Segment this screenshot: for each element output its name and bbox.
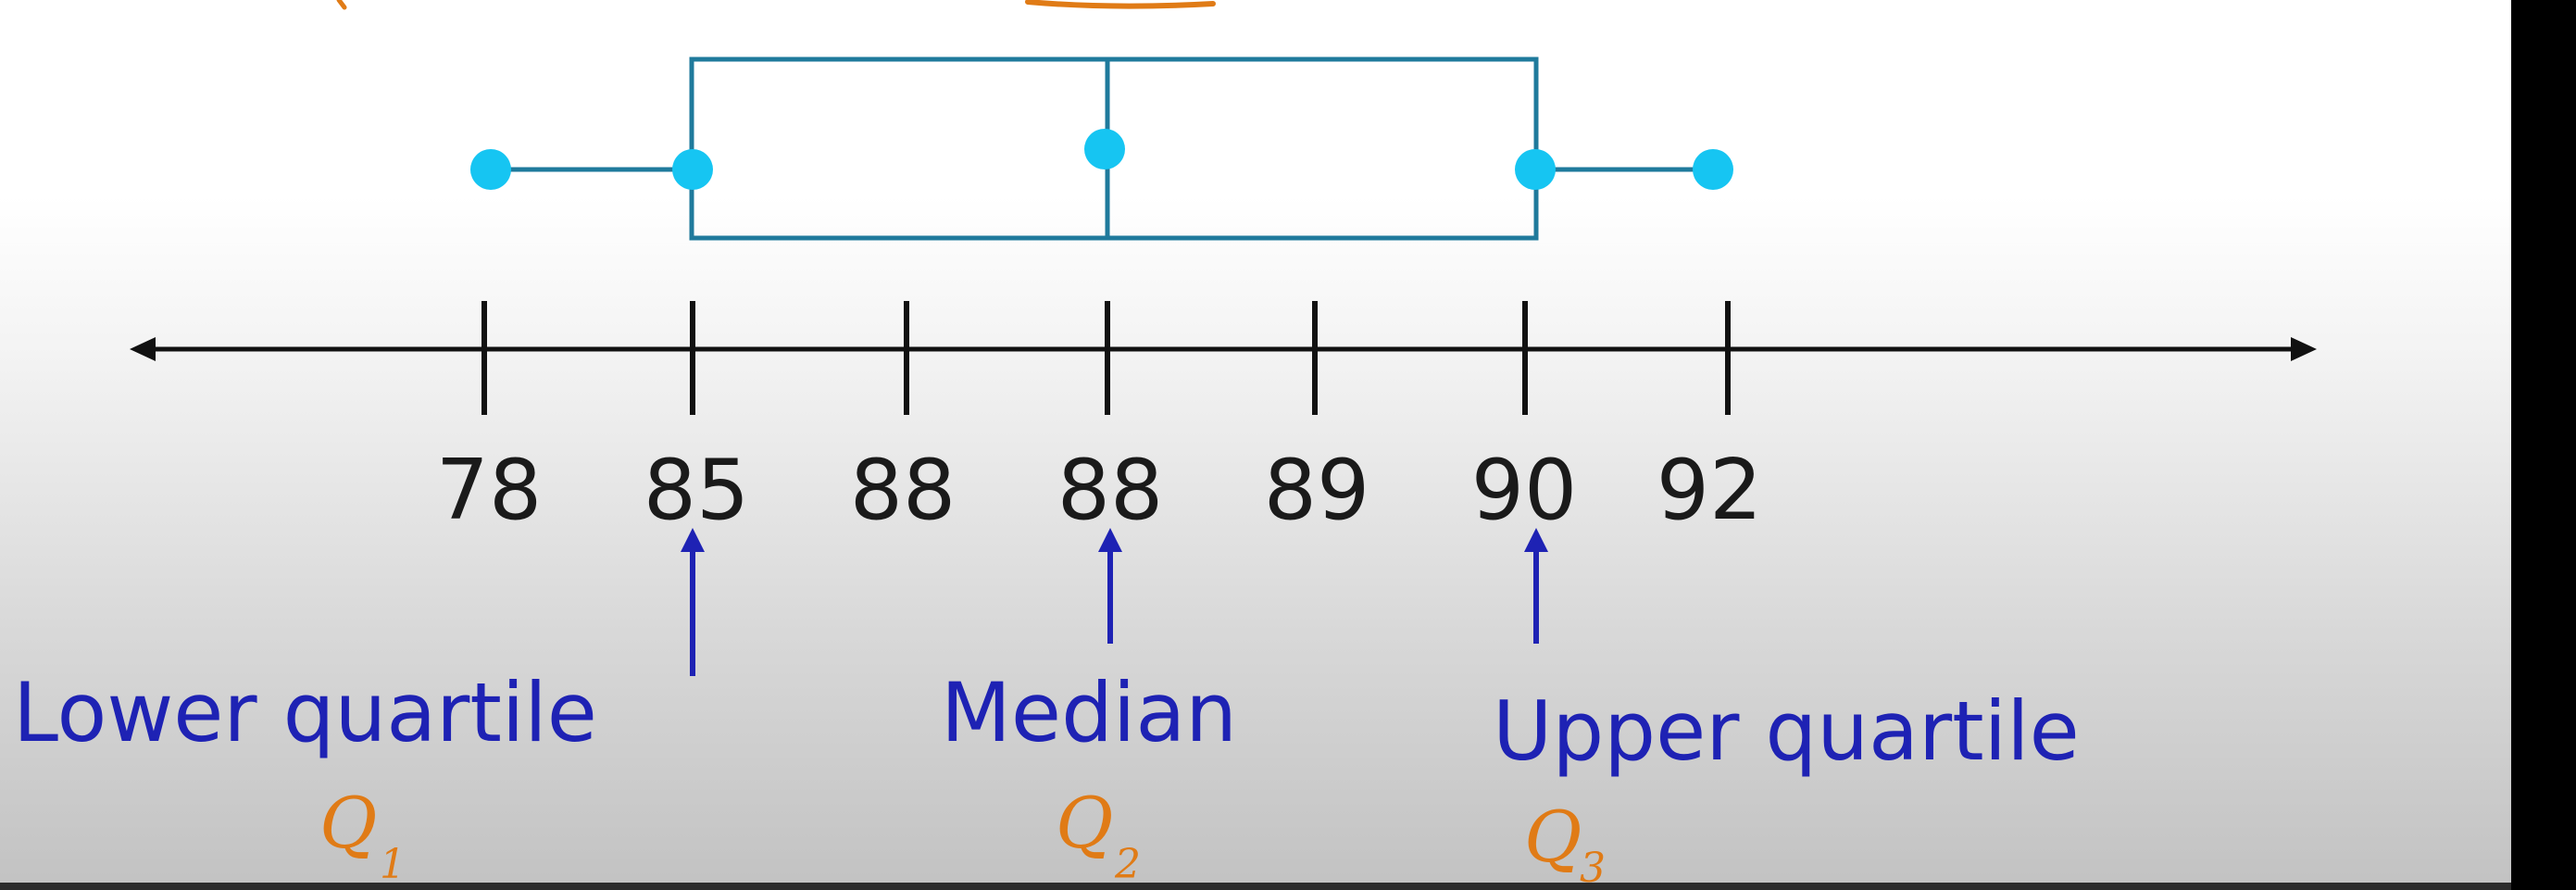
upper-quartile-arrowhead <box>1524 528 1548 552</box>
box-plot-diagram: 78 85 88 88 89 90 92 Lower quartile Medi… <box>13 0 2317 883</box>
axis-left-arrowhead <box>130 337 156 361</box>
median-arrowhead <box>1098 528 1122 552</box>
top-orange-mark-left <box>336 0 347 10</box>
box-plot <box>470 56 1733 241</box>
upper-quartile-point <box>1515 149 1556 190</box>
tick-label: 90 <box>1471 442 1578 539</box>
q2-letter: Q <box>1056 782 1113 864</box>
q1-letter: Q <box>319 782 377 864</box>
median-label: Median <box>941 665 1237 760</box>
interquartile-box <box>689 56 1539 241</box>
tick-label: 89 <box>1264 442 1370 539</box>
pointer-arrows <box>681 528 1548 676</box>
q2-subscript: 2 <box>1114 841 1141 883</box>
tick-label: 78 <box>436 442 543 539</box>
minimum-point <box>470 149 511 190</box>
maximum-point <box>1693 149 1733 190</box>
bottom-edge-bar <box>0 883 2511 890</box>
tick-label: 85 <box>644 442 750 539</box>
median-point <box>1084 129 1125 169</box>
tick-label: 88 <box>1057 442 1164 539</box>
number-line: 78 85 88 88 89 90 92 <box>130 301 2317 539</box>
top-orange-scribble <box>1025 0 1216 9</box>
lower-quartile-label: Lower quartile <box>13 665 597 760</box>
q1-subscript: 1 <box>380 841 406 883</box>
upper-quartile-label: Upper quartile <box>1493 683 2080 779</box>
tick-label: 88 <box>850 442 957 539</box>
q1-annotation: Q 1 <box>319 782 406 883</box>
q3-annotation: Q 3 <box>1524 796 1606 883</box>
q3-letter: Q <box>1524 796 1582 878</box>
lower-quartile-arrowhead <box>681 528 705 552</box>
q3-subscript: 3 <box>1580 845 1606 883</box>
lower-quartile-point <box>672 149 713 190</box>
q2-annotation: Q 2 <box>1056 782 1141 883</box>
axis-right-arrowhead <box>2291 337 2317 361</box>
right-dark-panel <box>2511 0 2576 890</box>
tick-label: 92 <box>1657 442 1763 539</box>
